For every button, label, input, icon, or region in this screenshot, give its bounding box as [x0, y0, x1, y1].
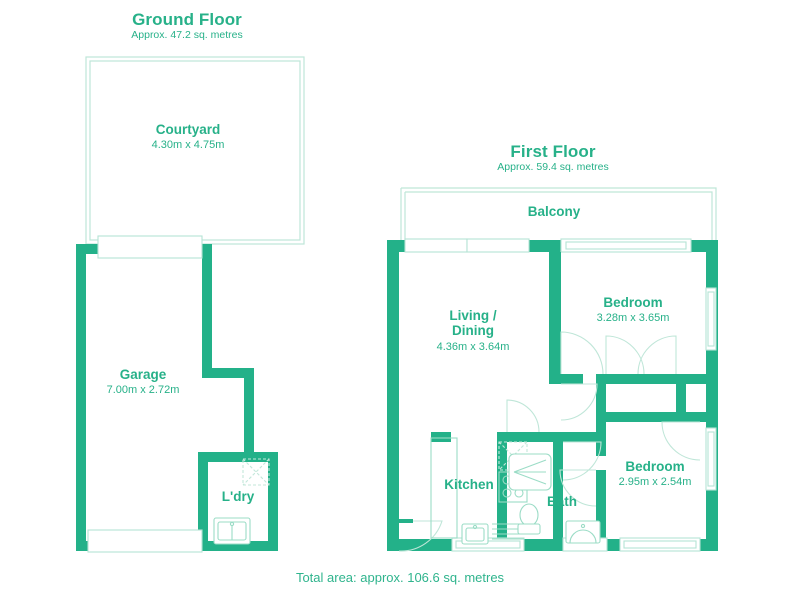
room-label-balcony: Balcony: [527, 204, 581, 219]
room-dimensions-courtyard: 4.30m x 4.75m: [151, 139, 225, 151]
window-bedroom-1-top: [560, 238, 692, 253]
room-label-living-dining: Living / Dining: [449, 308, 497, 339]
toilet-fixture: [517, 503, 541, 535]
room-label-garage: Garage: [119, 367, 167, 382]
interior-walls-hallway: [431, 374, 706, 551]
bathtub-fixture: [508, 453, 552, 491]
room-dimensions-bedroom-1: 3.28m x 3.65m: [596, 312, 670, 324]
first-floor-group: [387, 187, 718, 552]
door-swing-hall-lower: [559, 469, 597, 507]
first-floor-title: First Floor: [510, 142, 596, 161]
garage-roller-door: [87, 529, 203, 553]
room-dimensions-living-dining: 4.36m x 3.64m: [436, 341, 510, 353]
room-label-bath: Bath: [547, 494, 577, 509]
room-label-kitchen: Kitchen: [444, 477, 494, 492]
room-dimensions-garage: 7.00m x 2.72m: [106, 384, 180, 396]
window-bedroom-2-right: [705, 427, 717, 491]
door-swing-bath: [562, 441, 602, 481]
kitchen-benchtop: [430, 437, 458, 539]
balcony-outline: [400, 187, 717, 244]
garage-walls: [76, 244, 278, 551]
interior-wall-living-bedroom: [549, 252, 561, 384]
laundry-tub-fixture: [213, 517, 251, 545]
garage-door-opening: [97, 235, 203, 259]
ground-floor-title: Ground Floor: [132, 10, 242, 29]
door-swing-kitchen: [506, 399, 540, 433]
room-label-courtyard: Courtyard: [155, 122, 221, 137]
room-dimensions-bedroom-2: 2.95m x 2.54m: [618, 476, 692, 488]
total-area-note: Total area: approx. 106.6 sq. metres: [295, 570, 505, 585]
door-swing-bedroom-2: [661, 421, 701, 461]
door-swing-entry-left: [398, 519, 443, 552]
door-swing-hall-a: [560, 331, 604, 375]
door-swing-hall-b: [560, 383, 598, 421]
first-floor-subtitle: Approx. 59.4 sq. metres: [497, 161, 609, 173]
ground-floor-group: [76, 56, 305, 553]
room-label-laundry: L'dry: [221, 489, 255, 504]
ground-floor-subtitle: Approx. 47.2 sq. metres: [131, 29, 243, 41]
door-swing-wardrobe-right: [637, 335, 677, 375]
room-label-bedroom-2: Bedroom: [625, 459, 685, 474]
sliding-door-living: [404, 238, 530, 253]
washer-dryer-fixture: [242, 458, 270, 486]
window-bedroom-1-right: [705, 287, 717, 351]
window-bedroom-2-bottom: [619, 537, 701, 552]
wash-basin-fixture: [565, 520, 601, 544]
door-swing-wardrobe-left: [605, 335, 645, 375]
room-label-bedroom-1: Bedroom: [603, 295, 663, 310]
